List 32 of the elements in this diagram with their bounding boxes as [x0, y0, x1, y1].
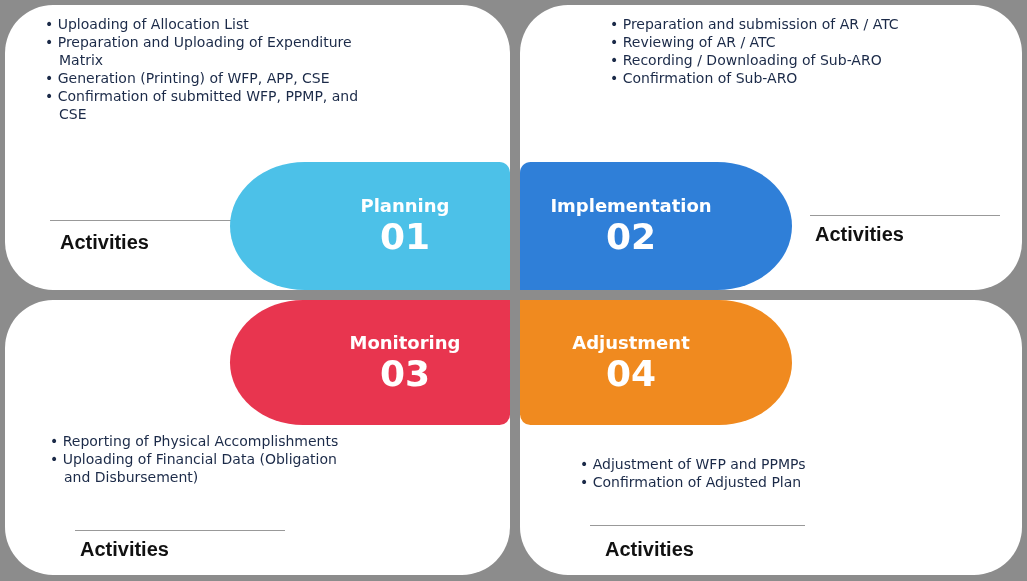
- section-heading: Activities: [80, 538, 169, 561]
- petal-shape: [230, 162, 510, 290]
- list-item: • Confirmation of Sub-ARO: [610, 69, 799, 87]
- list-item: • Confirmation of submitted WFP, PPMP, and CSE: [45, 87, 360, 123]
- list-item: • Uploading of Allocation List: [45, 15, 250, 33]
- phase-title: Adjustment: [572, 331, 690, 354]
- list-item: • Reporting of Physical Accomplishments: [50, 432, 340, 450]
- phase-title: Monitoring: [349, 331, 461, 354]
- activity-card: [5, 300, 510, 575]
- list-item: • Adjustment of WFP and PPMPs: [580, 455, 807, 473]
- petal-shape: [520, 300, 792, 425]
- phase-title: Planning: [360, 195, 450, 217]
- list-item: • Preparation and submission of AR / ATC: [610, 15, 900, 33]
- phase-number: 02: [605, 217, 657, 257]
- phase-number: 04: [605, 353, 657, 394]
- list-item: • Confirmation of Adjusted Plan: [580, 473, 803, 491]
- section-heading: Activities: [815, 223, 904, 246]
- activity-card: [5, 5, 510, 290]
- activity-card: [520, 5, 1022, 290]
- section-heading: Activities: [605, 538, 694, 561]
- section-heading: Activities: [60, 231, 149, 254]
- phase-number: 03: [379, 353, 431, 394]
- list-item: • Reviewing of AR / ATC: [610, 33, 777, 51]
- list-item: • Generation (Printing) of WFP, APP, CSE: [45, 69, 331, 87]
- activity-card: [520, 300, 1022, 575]
- phase-number: 01: [379, 217, 431, 257]
- phase-title: Implementation: [550, 195, 712, 217]
- petal-shape: [520, 162, 792, 290]
- list-item: • Uploading of Financial Data (Obligation and Disbursement): [50, 450, 338, 486]
- list-item: • Recording / Downloading of Sub-ARO: [610, 51, 883, 69]
- petal-shape: [230, 300, 510, 425]
- list-item: • Preparation and Uploading of Expenditure Matrix: [45, 33, 353, 69]
